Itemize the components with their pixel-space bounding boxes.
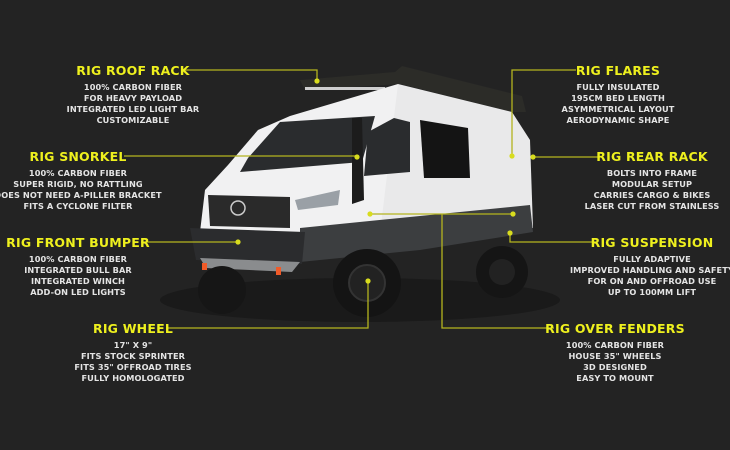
callout-wheel: RIG WHEEL 17" X 9" FITS STOCK SPRINTER F… [13,321,253,384]
callout-roof-rack: RIG ROOF RACK 100% CARBON FIBER FOR HEAV… [13,63,253,126]
callout-line: CARRIES CARGO & BIKES [593,190,711,200]
leader-wheel [168,281,369,329]
callout-line: FITS 35" OFFROAD TIRES [74,362,192,372]
logo-emblem [230,200,246,216]
wheel-front-left [198,266,246,314]
callout-line: 100% CARBON FIBER [28,168,128,178]
callout-line: ADD-ON LED LIGHTS [30,287,126,297]
callout-title: RIG SNORKEL [29,149,127,164]
callout-title: RIG SUSPENSION [590,235,714,250]
leader-flares [511,69,576,156]
door-window [364,118,410,176]
callout-line: 100% CARBON FIBER [83,82,183,92]
side-window [420,120,470,178]
tow-hook-right [276,267,281,275]
callout-flares: RIG FLARES FULLY INSULATED 195CM BED LEN… [498,63,730,126]
callout-title: RIG FRONT BUMPER [6,235,150,250]
leader-over-fenders [370,213,554,329]
callout-title: RIG WHEEL [93,321,173,336]
callout-rear-rack: RIG REAR RACK BOLTS INTO FRAME MODULAR S… [532,149,730,212]
callout-line: INTEGRATED LED LIGHT BAR [66,104,200,114]
callout-line: LASER CUT FROM STAINLESS [584,201,720,211]
callout-snorkel: RIG SNORKEL 100% CARBON FIBER SUPER RIGI… [0,149,198,212]
callout-line: AERODYNAMIC SHAPE [566,115,670,125]
callout-line: FITS A CYCLONE FILTER [23,201,133,211]
callout-line: 100% CARBON FIBER [28,254,128,264]
leader-lines [124,69,600,329]
headlight [295,190,340,210]
callout-line: FOR ON AND OFFROAD USE [587,276,717,286]
windshield [240,116,375,172]
callout-line: INTEGRATED BULL BAR [24,265,132,275]
callout-line: UP TO 100MM LIFT [607,287,697,297]
callout-title: RIG FLARES [575,63,661,78]
callout-line: 3D DESIGNED [583,362,647,372]
callout-title: RIG ROOF RACK [76,63,190,78]
leader-roof-rack [184,69,318,81]
front-bumper [190,228,305,264]
callout-line: INTEGRATED WINCH [30,276,126,286]
callout-line: IMPROVED HANDLING AND SAFETY [570,265,730,275]
callout-over-fenders: RIG OVER FENDERS 100% CARBON FIBER HOUSE… [495,321,730,384]
callout-line: 195CM BED LENGTH [571,93,665,103]
callout-line: 100% CARBON FIBER [565,340,665,350]
callout-line: EASY TO MOUNT [576,373,654,383]
callout-line: FULLY ADAPTIVE [613,254,691,264]
callout-line: FITS STOCK SPRINTER [80,351,186,361]
leader-dots [235,78,536,284]
callout-line: MODULAR SETUP [611,179,693,189]
callout-line: SUPER RIGID, NO RATTLING [13,179,143,189]
callout-line: FULLY INSULATED [576,82,660,92]
callout-line: CUSTOMIZABLE [96,115,170,125]
led-light-bar [305,87,385,90]
callout-line: HOUSE 35" WHEELS [568,351,662,361]
callout-title: RIG OVER FENDERS [545,321,685,336]
roof-rack [300,66,526,112]
snorkel [352,118,364,204]
lower-cladding [300,205,533,262]
callout-line: DOES NOT NEED A-PILLER BRACKET [0,190,162,200]
rim-rear [489,259,515,285]
callout-line: FULLY HOMOLOGATED [81,373,185,383]
leader-suspension [509,233,598,243]
grille [208,195,290,228]
callout-line: BOLTS INTO FRAME [606,168,698,178]
tow-hook-left [202,263,207,270]
callout-title: RIG REAR RACK [596,149,708,164]
callout-line: FOR HEAVY PAYLOAD [83,93,183,103]
callout-line: 17" X 9" [113,340,153,350]
callout-suspension: RIG SUSPENSION FULLY ADAPTIVE IMPROVED H… [532,235,730,298]
callout-front-bumper: RIG FRONT BUMPER 100% CARBON FIBER INTEG… [0,235,198,298]
callout-line: ASYMMETRICAL LAYOUT [561,104,675,114]
